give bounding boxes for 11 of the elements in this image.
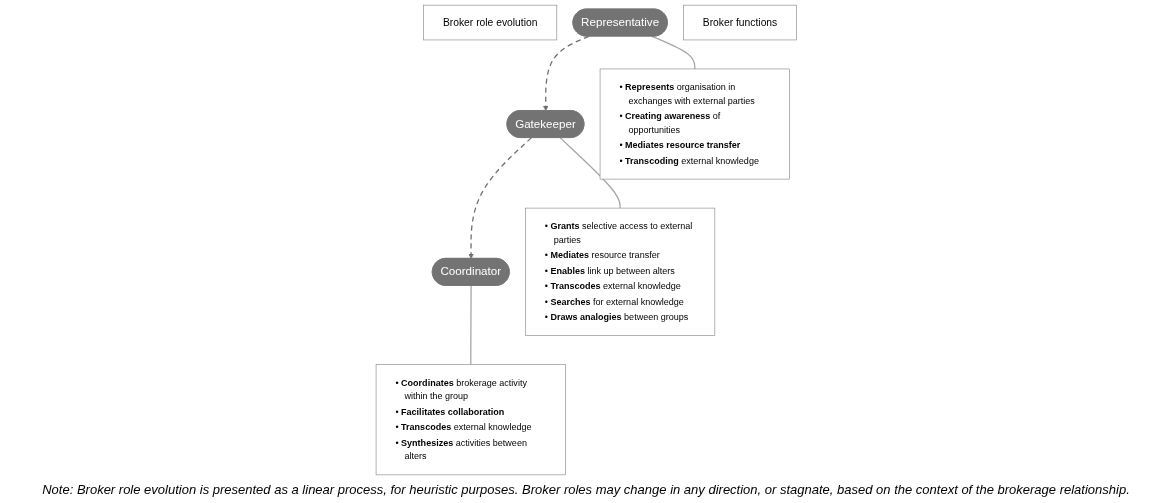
node-box: Broker functions (682, 4, 797, 41)
connector (559, 137, 621, 209)
connector (651, 35, 696, 70)
node-box: • Grants selective access to external parties • Mediates resource transfer • Enables link up between alters • Transcodes external knowledge • Searches for external knowledge • Draws analogies between groups (524, 207, 715, 336)
node-box: • Represents organisation in exchanges with external parties • Creating awareness of opportunities • Mediates resource transfer • Transcoding external knowledge (599, 68, 790, 180)
node-box: Broker role evolution (422, 4, 557, 41)
note-caption: Note: Broker role evolution is presented as a linear process, for heuristic purposes. Broker roles may change in any direction, or stagnate, based on the context of the brokerage relationship. (42, 482, 1130, 497)
connector (469, 285, 472, 366)
arrow (542, 35, 590, 112)
arrow (467, 137, 532, 259)
node-box: • Coordinates brokerage activity within the group • Facilitates collaboration • Transcodes external knowledge • Synthesizes activities between alters (375, 364, 566, 476)
